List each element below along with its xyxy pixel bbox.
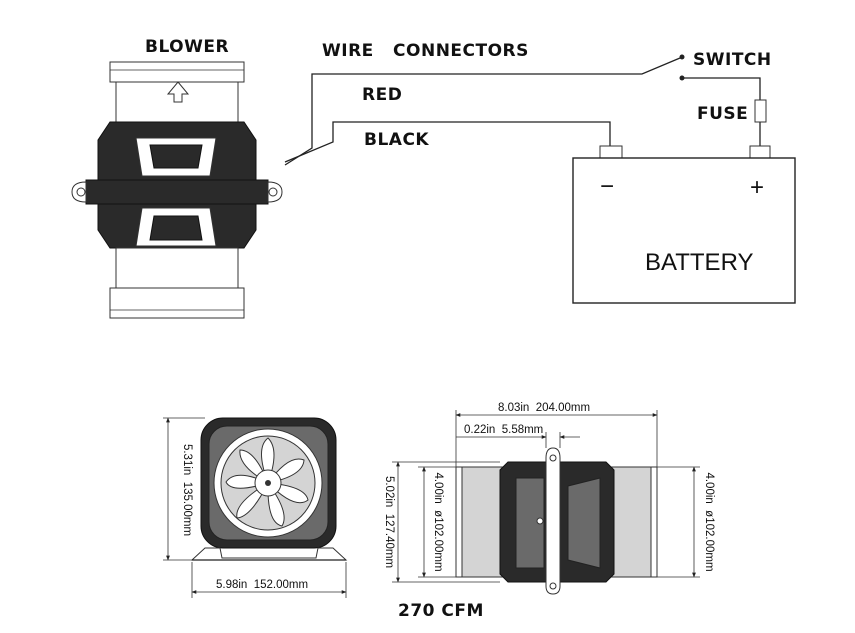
wire-connectors-label: WIRE CONNECTORS <box>322 41 529 61</box>
inlet-diameter-dimension: 4.00in ø102.00mm <box>432 472 444 571</box>
battery-label: BATTERY <box>645 249 753 276</box>
fuse-icon <box>754 99 767 123</box>
overall-length-dimension: 8.03in 204.00mm <box>498 402 590 414</box>
cfm-rating: 270 CFM <box>398 601 484 621</box>
flange-thickness-dimension: 0.22in 5.58mm <box>464 424 543 436</box>
front-width-dimension: 5.98in 152.00mm <box>216 579 308 591</box>
front-height-dimension: 5.31in 135.00mm <box>181 444 193 536</box>
airflow-arrow-icon <box>166 81 190 103</box>
front-dimension-lines <box>163 417 347 598</box>
fuse-label: FUSE <box>697 104 748 124</box>
front-view <box>190 417 348 561</box>
battery <box>572 145 796 304</box>
wires <box>284 54 761 166</box>
battery-minus-icon: − <box>600 173 614 200</box>
side-view <box>455 447 658 595</box>
black-wire-label: BLACK <box>364 130 429 150</box>
outlet-diameter-dimension: 4.00in ø102.00mm <box>703 472 715 571</box>
side-dimension-lines <box>392 410 700 583</box>
battery-plus-icon: + <box>750 174 764 201</box>
blower-label: BLOWER <box>145 37 229 57</box>
body-height-dimension: 5.02in 127.40mm <box>383 476 395 568</box>
switch-label: SWITCH <box>693 50 772 70</box>
red-wire-label: RED <box>362 85 402 105</box>
